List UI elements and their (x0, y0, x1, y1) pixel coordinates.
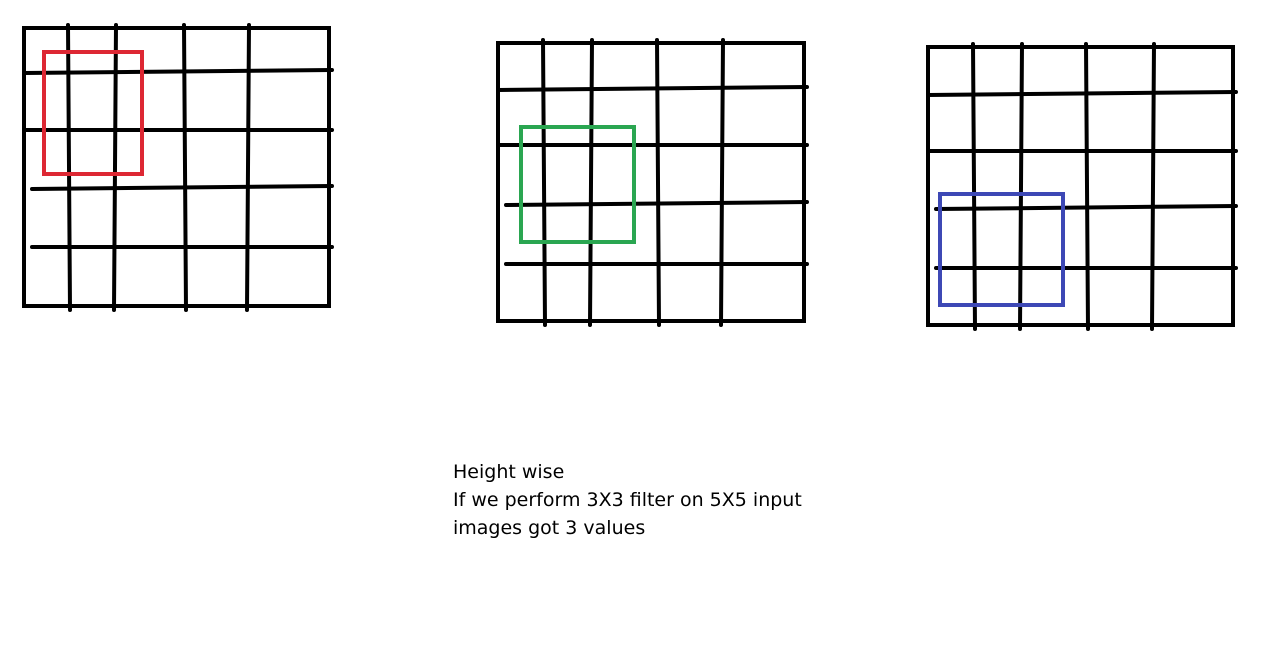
input-grid-3 (926, 42, 1238, 331)
input-grid-2 (496, 38, 809, 327)
grid-row-line (934, 204, 1238, 211)
filter-window-2 (519, 125, 636, 244)
grid-column-line (541, 38, 547, 327)
caption-line-2: If we perform 3X3 filter on 5X5 input (453, 489, 802, 511)
grid-column-line (655, 38, 661, 327)
grid-border (22, 26, 331, 308)
grid-row-line (22, 68, 334, 75)
grid-column-line (245, 23, 251, 312)
grid-row-line (496, 85, 809, 92)
grid-column-line (182, 23, 188, 312)
grid-row-line (926, 90, 1238, 97)
grid-column-line (1018, 42, 1024, 331)
grid-column-line (588, 38, 594, 327)
input-grid-1 (22, 23, 334, 312)
caption: Height wise If we perform 3X3 filter on … (453, 458, 802, 542)
grid-column-line (66, 23, 72, 312)
grid-row-line (504, 200, 809, 207)
grid-column-line (112, 23, 118, 312)
filter-window-1 (42, 50, 144, 176)
grid-border (496, 41, 806, 323)
caption-line-3: images got 3 values (453, 517, 646, 539)
grid-column-line (971, 42, 977, 331)
grid-column-line (719, 38, 725, 327)
grid-row-line (30, 184, 334, 191)
grid-border (926, 45, 1235, 327)
grid-column-line (1084, 42, 1090, 331)
caption-line-1: Height wise (453, 461, 565, 483)
filter-window-3 (938, 192, 1065, 307)
grid-column-line (1150, 42, 1156, 331)
